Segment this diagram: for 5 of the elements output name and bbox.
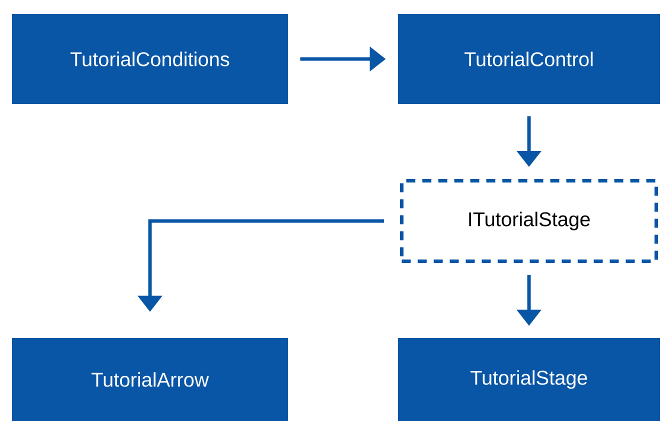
process-box: TutorialControl — [398, 14, 660, 104]
process-box: TutorialStage — [398, 338, 660, 421]
dashed-box: ITutorialStage — [400, 179, 658, 263]
process-box: TutorialConditions — [12, 14, 288, 104]
process-box: TutorialArrow — [12, 338, 288, 421]
